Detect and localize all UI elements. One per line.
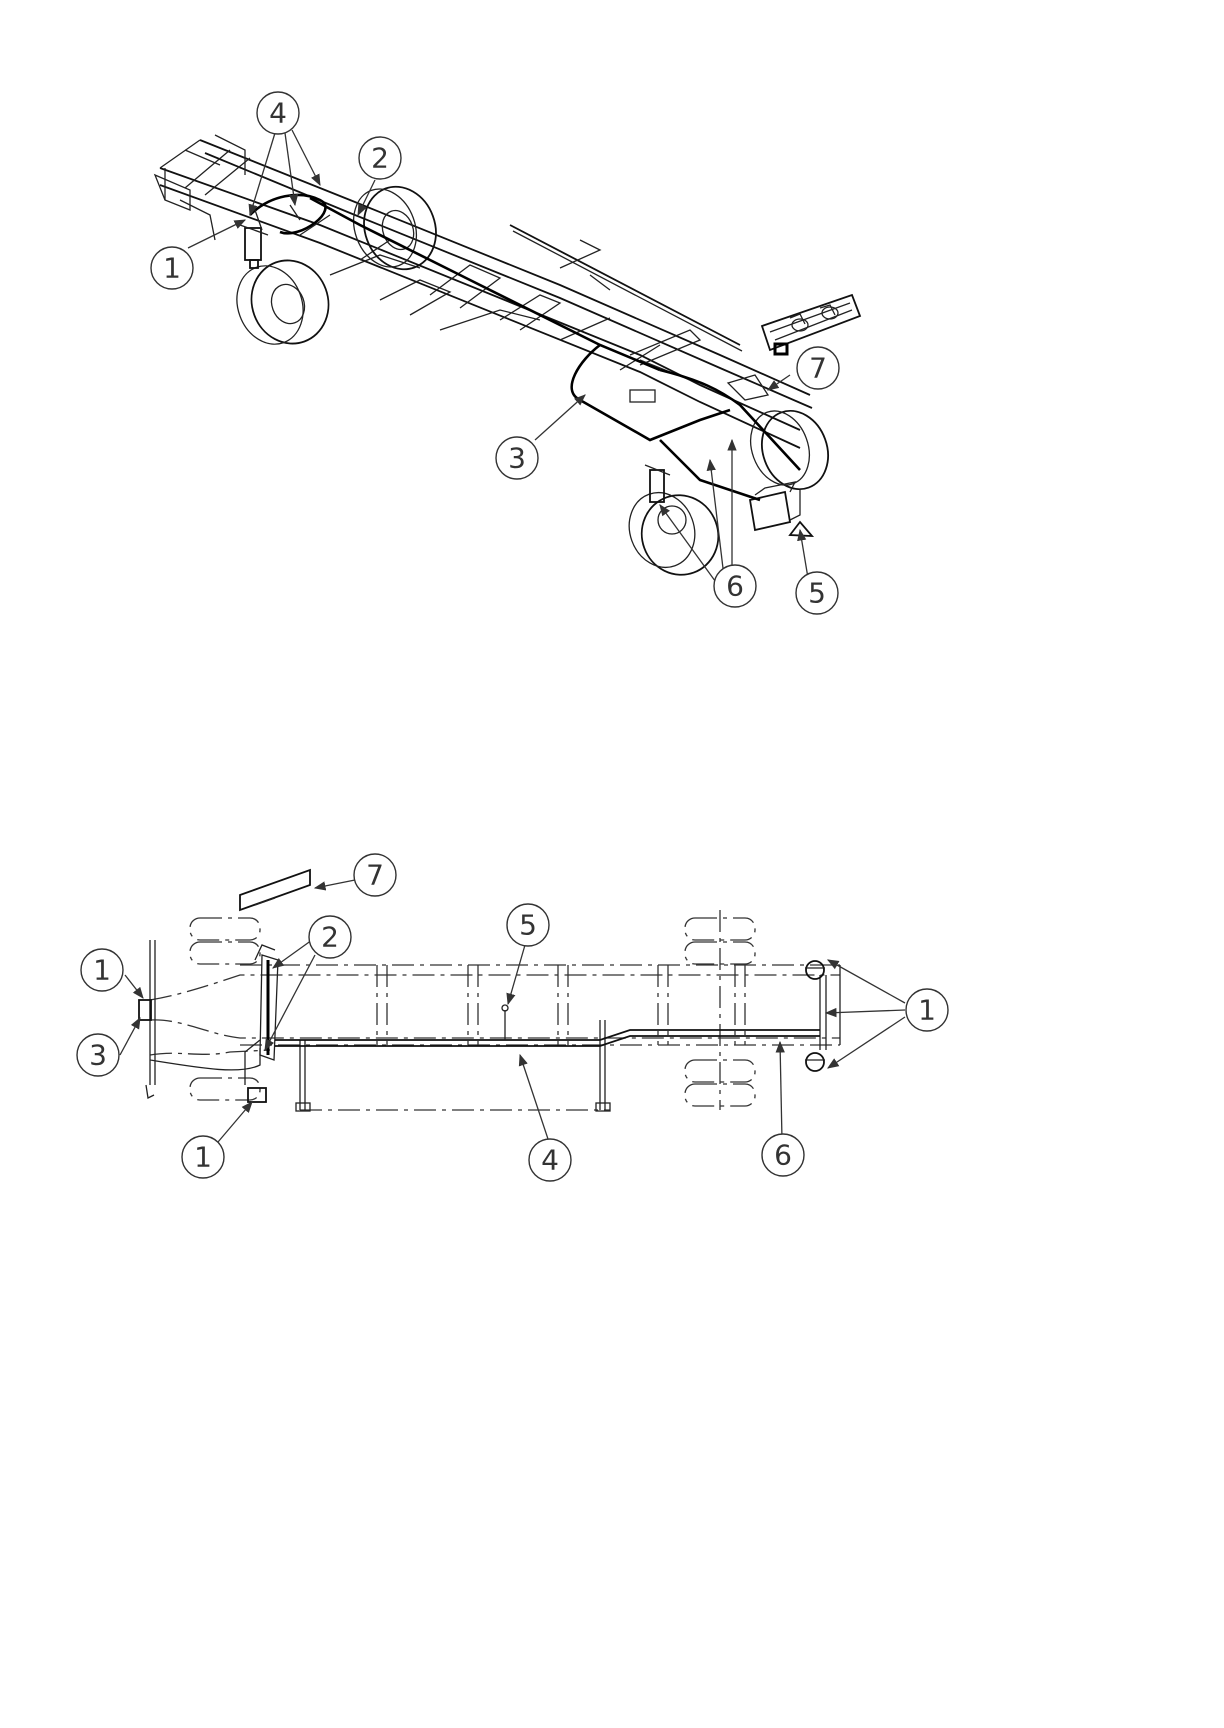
iso-cable-guide-plate	[728, 375, 768, 400]
svg-text:2: 2	[371, 142, 389, 175]
plan-cross-members	[377, 910, 745, 1110]
svg-text:1: 1	[918, 994, 936, 1027]
svg-text:1: 1	[163, 252, 181, 285]
iso-wheel-front-left	[226, 250, 340, 355]
svg-text:6: 6	[726, 570, 744, 603]
plan-callout-1-left-top: 1	[81, 949, 123, 991]
svg-text:5: 5	[519, 909, 537, 942]
iso-callout-4: 4	[257, 92, 299, 134]
plan-callout-4: 4	[529, 1139, 571, 1181]
svg-text:1: 1	[194, 1141, 212, 1174]
plan-callout-1-right: 1	[906, 989, 948, 1031]
svg-text:3: 3	[508, 442, 526, 475]
plan-callout-1-left-bottom: 1	[182, 1136, 224, 1178]
plan-callout-3: 3	[77, 1034, 119, 1076]
svg-text:4: 4	[269, 97, 287, 130]
svg-text:7: 7	[809, 352, 827, 385]
iso-dashboard-panel	[762, 295, 860, 354]
plan-cable-guide-plate	[240, 870, 310, 910]
iso-front-lamp	[240, 225, 268, 268]
iso-leaders	[188, 130, 810, 590]
isometric-view: 1 2 3 4 5 6 7	[151, 92, 860, 614]
iso-callout-3: 3	[496, 437, 538, 479]
plan-callout-5: 5	[507, 904, 549, 946]
iso-callout-6: 6	[714, 565, 756, 607]
iso-callout-1: 1	[151, 247, 193, 289]
iso-wheel-rear-left	[619, 483, 729, 585]
svg-text:6: 6	[774, 1139, 792, 1172]
iso-frame-rails	[155, 135, 812, 448]
iso-callout-2: 2	[359, 137, 401, 179]
plan-callout-2: 2	[309, 916, 351, 958]
plan-front-axle	[255, 945, 278, 1060]
iso-callout-7: 7	[797, 347, 839, 389]
svg-text:1: 1	[93, 954, 111, 987]
svg-text:7: 7	[366, 859, 384, 892]
plan-body-rail	[296, 1020, 610, 1111]
iso-callout-5: 5	[796, 572, 838, 614]
svg-text:5: 5	[808, 577, 826, 610]
plan-callout-6: 6	[762, 1134, 804, 1176]
svg-text:4: 4	[541, 1144, 559, 1177]
plan-rear-axle	[805, 961, 826, 1071]
plan-callout-7: 7	[354, 854, 396, 896]
plan-side-lamp	[139, 940, 155, 1098]
svg-text:2: 2	[321, 921, 339, 954]
iso-rear-lamp	[645, 465, 670, 502]
plan-view: 1 1 1 2 3 4 5 6 7	[77, 854, 948, 1181]
plan-frame-rails	[150, 965, 840, 1055]
iso-wheel-rear-right	[741, 401, 839, 498]
plan-tire-front-left	[190, 1078, 260, 1100]
plan-tire-front-right	[190, 918, 260, 964]
svg-text:3: 3	[89, 1039, 107, 1072]
